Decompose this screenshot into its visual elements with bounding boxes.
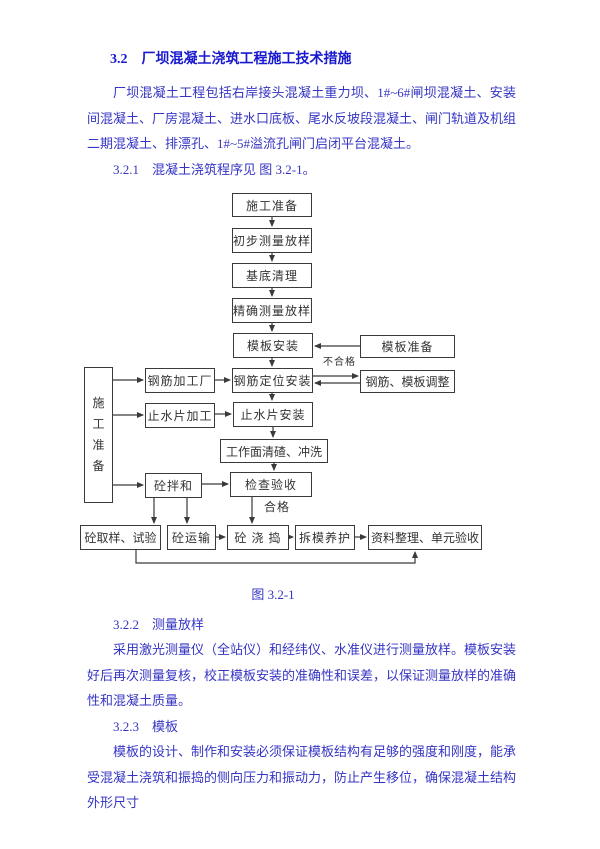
flow-node-rebar-adjust: 钢筋、模板调整 — [360, 370, 455, 393]
section-3-2-3-paragraph: 模板的设计、制作和安装必须保证模板结构有足够的强度和刚度，能承受混凝土浇筑和振捣… — [87, 744, 517, 810]
label-pass: 合格 — [264, 500, 291, 514]
flow-node-waterstop-install: 止水片安装 — [233, 402, 313, 427]
flow-node-rebar-install: 钢筋定位安装 — [232, 368, 313, 393]
flow-node-initial-survey: 初步测量放样 — [232, 228, 312, 253]
flowchart-figure: 施工准备 初步测量放样 基底清理 精确测量放样 模板安装 模板准备 钢筋定位安装… — [0, 188, 600, 580]
intro-paragraph: 厂坝混凝土工程包括右岸接头混凝土重力坝、1#~6#闸坝混凝土、安装间混凝土、厂房… — [87, 85, 517, 151]
flow-node-rebar-factory: 钢筋加工厂 — [145, 368, 215, 393]
flow-node-archive-acceptance: 资料整理、单元验收 — [368, 525, 482, 550]
flow-node-concrete-transport: 砼运输 — [167, 525, 216, 550]
section-3-2-1-line: 3.2.1 混凝土浇筑程序见 图 3.2-1。 — [113, 161, 316, 177]
section-3-2-3-heading: 3.2.3 模板 — [113, 718, 179, 734]
flow-node-construction-prep: 施工准备 — [232, 193, 312, 217]
flow-node-demould-curing: 拆模养护 — [295, 525, 355, 550]
intro-text-block: 3.2 厂坝混凝土浇筑工程施工技术措施 厂坝混凝土工程包括右岸接头混凝土重力坝、… — [87, 50, 516, 182]
section-3-2-2-heading: 3.2.2 测量放样 — [113, 616, 205, 632]
flow-node-construction-prep-left-label: 施工准备 — [92, 396, 105, 473]
flow-node-concrete-mixing: 砼拌和 — [145, 473, 202, 498]
flow-node-surface-clean: 工作面清碴、冲洗 — [220, 439, 328, 463]
label-fail: 不合格 — [323, 357, 356, 368]
section-3-2-2-paragraph: 采用激光测量仪（全站仪）和经纬仪、水准仪进行测量放样。模板安装好后再次测量复核，… — [87, 642, 517, 708]
flow-node-concrete-sampling: 砼取样、试验 — [80, 525, 161, 550]
figure-caption: 图 3.2-1 — [251, 587, 295, 602]
flow-node-construction-prep-left: 施工准备 — [84, 367, 113, 503]
flow-node-precise-survey: 精确测量放样 — [232, 298, 312, 323]
flow-node-formwork-prep: 模板准备 — [360, 335, 455, 358]
flow-node-formwork-install: 模板安装 — [233, 333, 313, 358]
flow-node-waterstop-process: 止水片加工 — [145, 403, 215, 428]
flowchart-connectors — [113, 217, 418, 564]
flow-node-inspection: 检查验收 — [230, 472, 312, 497]
section-3-2-heading: 3.2 厂坝混凝土浇筑工程施工技术措施 — [110, 52, 352, 67]
flow-node-base-cleaning: 基底清理 — [232, 263, 312, 288]
lower-text-block: 图 3.2-1 3.2.2 测量放样 采用激光测量仪（全站仪）和经纬仪、水准仪进… — [87, 582, 516, 816]
flow-node-concrete-pouring: 砼 浇 捣 — [227, 525, 289, 550]
